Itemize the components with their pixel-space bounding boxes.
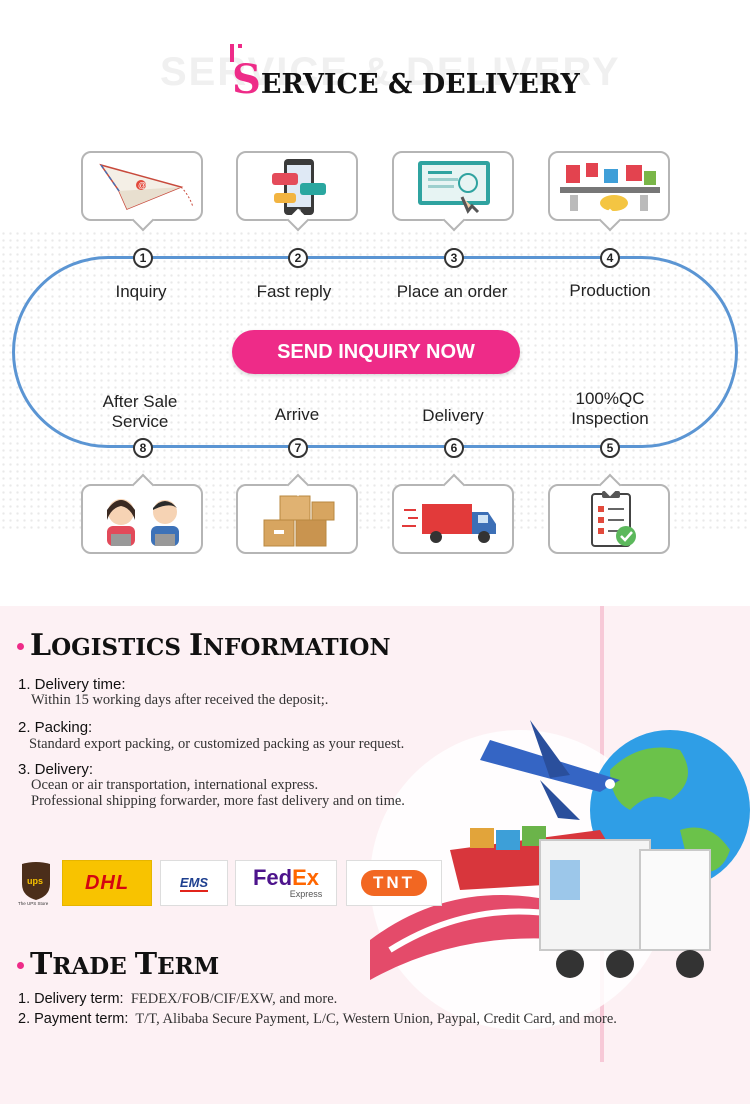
factory-line-icon [560,163,660,211]
boxes-icon [263,495,335,547]
svg-text:The UPS Store: The UPS Store [18,901,49,906]
step-5-label: 100%QC Inspection [571,389,649,428]
send-inquiry-button[interactable]: SEND INQUIRY NOW [232,330,520,374]
step-1-icon-box: @ [81,151,203,221]
heading-bullet [17,962,24,969]
fedex-logo: FedEx Express [235,860,337,906]
delivery-time-text: Within 15 working days after received th… [31,692,329,708]
delivery-time-heading: 1. Delivery time: [18,676,126,693]
step-3-icon-box [392,151,514,221]
service-delivery-title: SERVICE & DELIVERY [230,44,580,103]
payment-term-label: 2. Payment term: [18,1011,129,1027]
phone-chat-icon [272,159,326,215]
step-4-icon-box [548,151,670,221]
delivery-term-value: FEDEX/FOB/CIF/EXW, and more. [130,991,338,1007]
packing-heading: 2. Packing: [18,719,93,736]
step-4-number: 4 [600,248,620,268]
delivery-term-row: 1. Delivery term: FEDEX/FOB/CIF/EXW, and… [18,991,337,1008]
title-accent-bar [230,44,234,62]
paper-plane-icon: @ [99,163,194,210]
title-accent-dot [238,44,242,48]
step-6-number: 6 [444,438,464,458]
step-7-icon-box [236,484,358,554]
packing-text: Standard export packing, or customized p… [29,736,405,752]
world-map-background [0,230,750,530]
step-8-label: After Sale Service [102,392,178,431]
monitor-order-icon [418,161,490,214]
tnt-logo: TNT [346,860,442,906]
step-6-icon-box [392,484,514,554]
ups-logo: ups The UPS Store [16,860,56,906]
delivery-heading: 3. Delivery: [18,761,94,778]
ems-logo: EMS [160,860,228,906]
step-2-icon-box [236,151,358,221]
heading-bullet [17,643,24,650]
delivery-truck-icon [402,504,496,543]
title-rest: ERVICE & DELIVERY [260,69,580,100]
step-7-number: 7 [288,438,308,458]
step-6-label: Delivery [422,406,484,425]
payment-term-row: 2. Payment term: T/T, Alibaba Secure Pay… [18,1011,617,1028]
service-delivery-section: SERVICE & DELIVERY SERVICE & DELIVERY @ [0,0,750,600]
step-3-number: 3 [444,248,464,268]
step-8-icon-box [81,484,203,554]
step-3-label: Place an order [396,282,508,301]
step-5-icon-box [548,484,670,554]
logistics-heading: LOGISTICS INFORMATION [17,628,390,663]
trade-term-heading: TRADE TERM [17,947,219,982]
delivery-text-1: Ocean or air transportation, internation… [31,777,319,793]
payment-term-value: T/T, Alibaba Secure Payment, L/C, Wester… [135,1011,617,1027]
transport-globe-illustration [370,680,750,1040]
process-track [12,256,738,448]
step-2-number: 2 [288,248,308,268]
globe-illustration-icon [370,720,750,1030]
clipboard-check-icon [591,491,636,547]
step-4-label: Production [569,281,651,300]
title-initial: S [232,56,261,103]
dhl-logo: DHL [62,860,152,906]
step-8-number: 8 [133,438,153,458]
step-5-number: 5 [600,438,620,458]
step-2-label: Fast reply [256,282,332,301]
svg-text:@: @ [138,181,146,190]
step-1-label: Inquiry [115,282,167,301]
delivery-term-label: 1. Delivery term: [18,991,124,1007]
title-watermark: SERVICE & DELIVERY [160,50,621,94]
delivery-text-2: Professional shipping forwarder, more fa… [31,793,405,809]
step-1-number: 1 [133,248,153,268]
step-7-label: Arrive [274,405,320,424]
ups-shield-icon: ups The UPS Store [18,862,50,906]
svg-text:ups: ups [27,876,43,886]
support-agents-icon [107,499,179,546]
